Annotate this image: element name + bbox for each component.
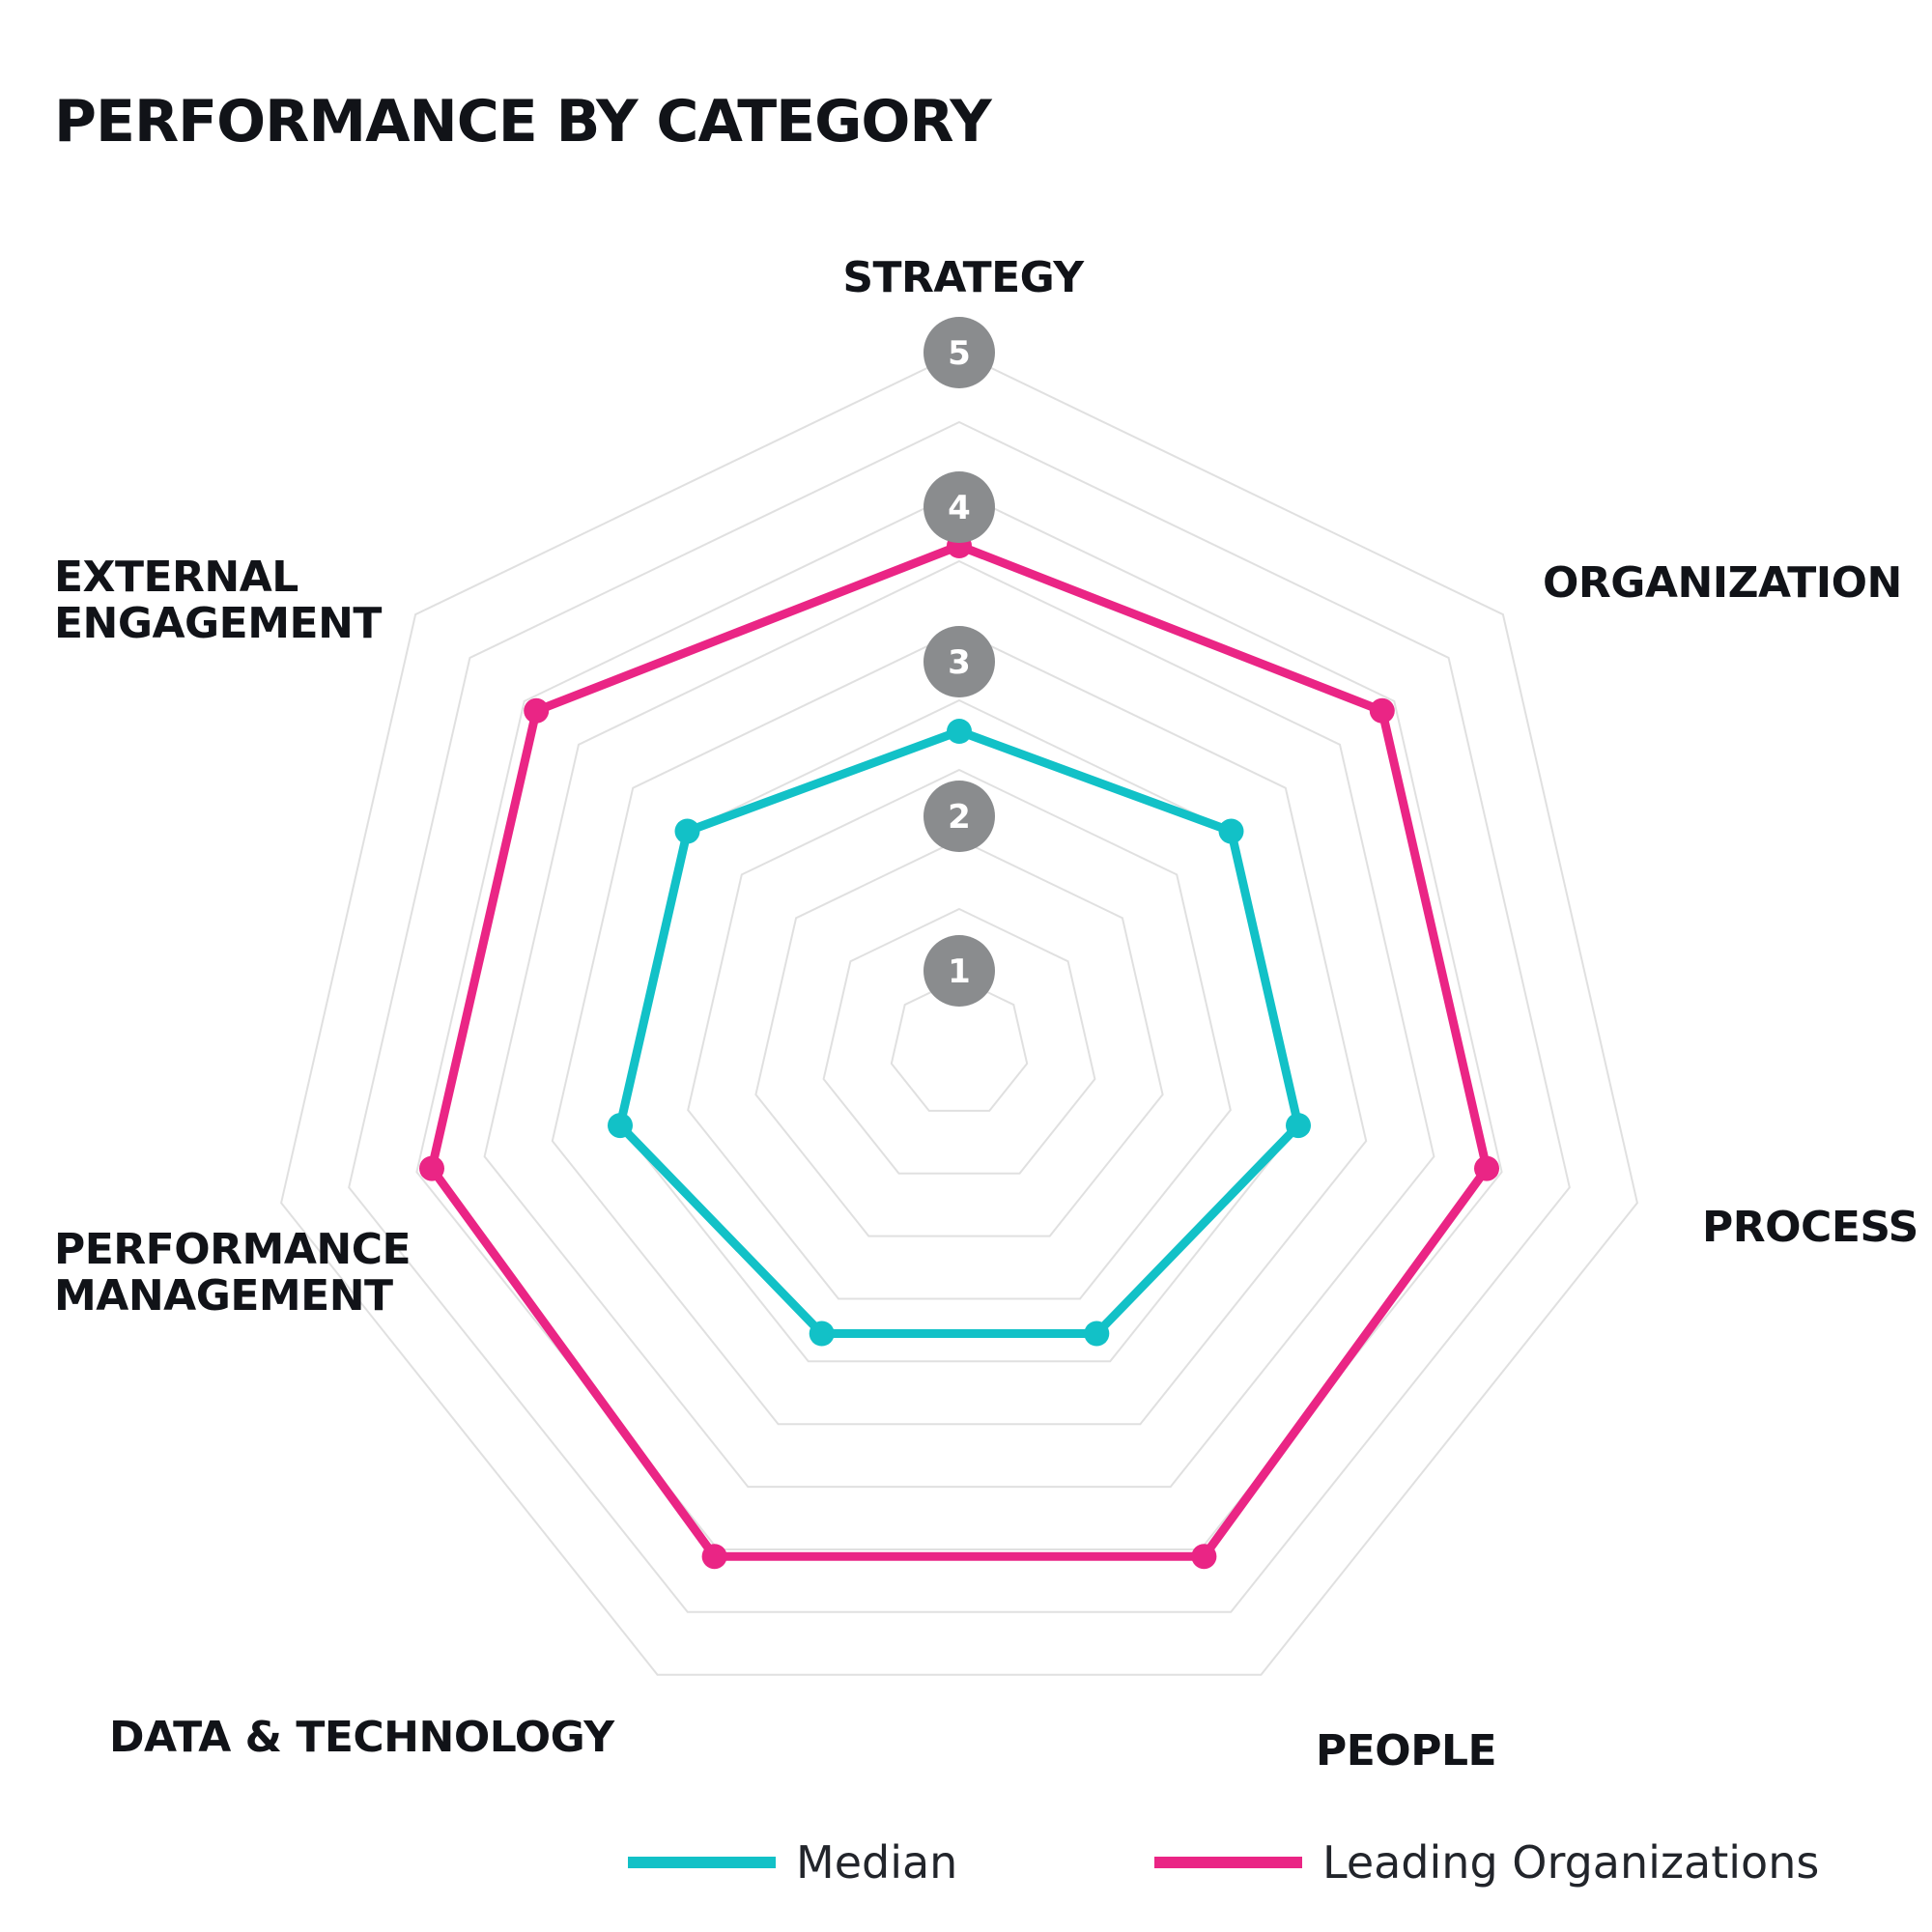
series-1-point-4 [701, 1544, 727, 1570]
ring-badge-4 [923, 471, 995, 543]
series-1-point-6 [524, 697, 550, 724]
series-1-point-1 [1369, 697, 1395, 724]
ring-badge-3 [923, 626, 995, 697]
series-line-1 [427, 541, 1492, 1561]
grid-ring-7 [483, 559, 1435, 1489]
axis-label-1: ORGANIZATION [1543, 558, 1902, 608]
grid-ring-3 [754, 838, 1164, 1237]
grid-ring-2 [822, 907, 1096, 1175]
grid-ring-8 [415, 490, 1503, 1550]
ring-badge-5 [923, 317, 995, 388]
axis-label-2: PROCESS [1702, 1203, 1918, 1252]
series-0-point-3 [1084, 1321, 1110, 1347]
ring-label-4: 4 [948, 489, 971, 527]
radar-grid [280, 351, 1638, 1676]
series-line-0 [615, 726, 1303, 1338]
grid-ring-4 [687, 768, 1232, 1300]
series-1-point-3 [1191, 1544, 1217, 1570]
ring-label-1: 1 [948, 952, 971, 991]
ring-label-2: 2 [948, 798, 971, 837]
grid-ring-10 [280, 351, 1638, 1676]
series-0-point-5 [608, 1113, 633, 1139]
series-0 [608, 719, 1311, 1347]
ring-badge-2 [923, 781, 995, 852]
grid-ring-9 [348, 420, 1571, 1613]
axis-label-0: STRATEGY [842, 253, 1085, 302]
series-0-point-0 [947, 719, 972, 744]
chart-title: PERFORMANCE BY CATEGORY [54, 88, 993, 156]
ring-badge-1 [923, 935, 995, 1007]
axis-label-3: PEOPLE [1316, 1726, 1496, 1776]
ring-label-3: 3 [948, 643, 971, 682]
grid-ring-1 [890, 977, 1029, 1112]
series-1-point-5 [419, 1155, 444, 1181]
grid-ring-6 [551, 629, 1368, 1426]
legend-label-1: Leading Organizations [1322, 1836, 1819, 1889]
ring-label-5: 5 [948, 334, 971, 373]
legend-label-0: Median [796, 1836, 957, 1889]
series-0-point-2 [1286, 1113, 1311, 1139]
axis-label-4: DATA & TECHNOLOGY [109, 1713, 615, 1762]
axis-labels: STRATEGY ORGANIZATION PROCESS PEOPLE DATA & … [54, 253, 1918, 1776]
ring-ticks: 1 2 3 4 5 [923, 317, 995, 1007]
legend: Median Leading Organizations [628, 1836, 1819, 1889]
series-0-point-6 [674, 818, 700, 844]
series-1-point-2 [1474, 1155, 1499, 1181]
series-0-point-4 [809, 1321, 835, 1347]
series-0-point-1 [1218, 818, 1244, 844]
